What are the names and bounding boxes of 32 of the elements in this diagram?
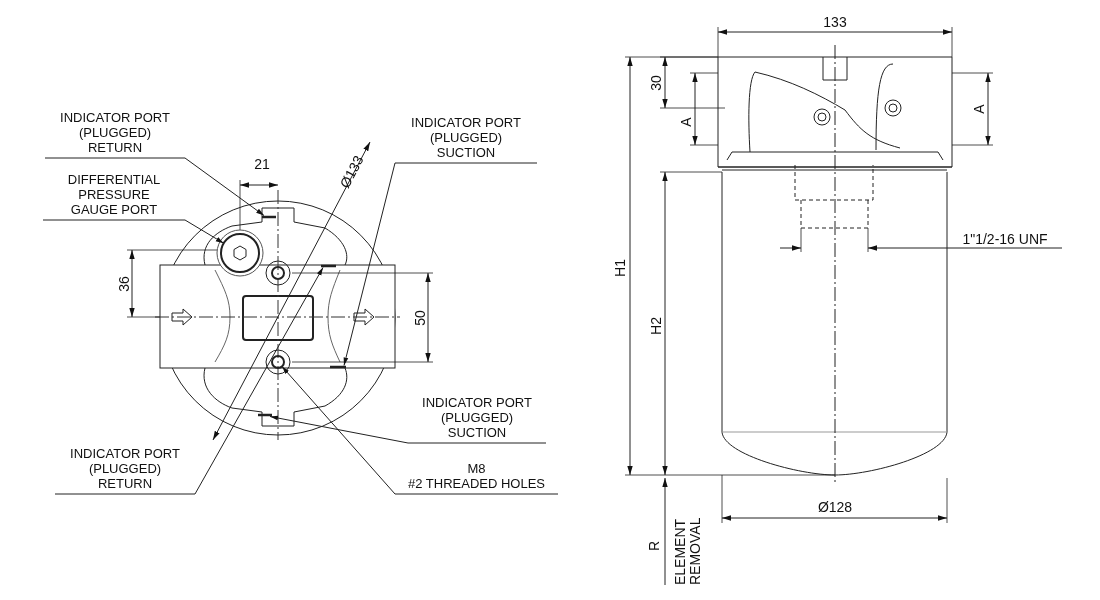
leader-line bbox=[281, 366, 559, 495]
port-mark bbox=[258, 413, 272, 417]
gauge-port bbox=[216, 229, 264, 277]
dimension-label: 36 bbox=[116, 276, 132, 292]
port-mark bbox=[262, 215, 276, 219]
port-mark bbox=[330, 365, 346, 369]
dimension-label: 50 bbox=[412, 310, 428, 326]
callout-label: INDICATOR PORT (PLUGGED) SUCTION bbox=[395, 112, 537, 163]
callout-label: INDICATOR PORT (PLUGGED) RETURN bbox=[55, 443, 195, 494]
dimension-label: H1 bbox=[612, 259, 628, 277]
thread-label: 1"1/2-16 UNF bbox=[962, 231, 1048, 247]
dimension-label: 133 bbox=[823, 14, 847, 30]
leader-line bbox=[269, 415, 547, 444]
threaded-hole bbox=[271, 355, 285, 369]
dimension-label: Ø128 bbox=[817, 499, 853, 515]
callout-label: INDICATOR PORT (PLUGGED) SUCTION bbox=[408, 392, 546, 443]
dimension-label: Ø133 bbox=[337, 153, 367, 191]
dimension-label: A bbox=[678, 117, 694, 127]
dimension-label: 30 bbox=[648, 75, 664, 91]
callout-label: M8 #2 THREADED HOLES bbox=[395, 458, 558, 494]
callout-label: INDICATOR PORT (PLUGGED) RETURN bbox=[45, 108, 185, 158]
leader-line bbox=[44, 157, 265, 216]
port-mark bbox=[321, 264, 336, 268]
dimension-label: 21 bbox=[254, 156, 270, 172]
leader-line bbox=[343, 162, 538, 366]
leader-line bbox=[42, 219, 225, 244]
dimension-label: H2 bbox=[648, 317, 664, 335]
leader-line bbox=[54, 267, 324, 495]
note-text: ELEMENT REMOVAL bbox=[673, 516, 703, 585]
dimension-label: A bbox=[971, 104, 987, 114]
callout-label: DIFFERENTIAL PRESSURE GAUGE PORT bbox=[43, 170, 185, 220]
dimension-label: R bbox=[646, 540, 662, 552]
